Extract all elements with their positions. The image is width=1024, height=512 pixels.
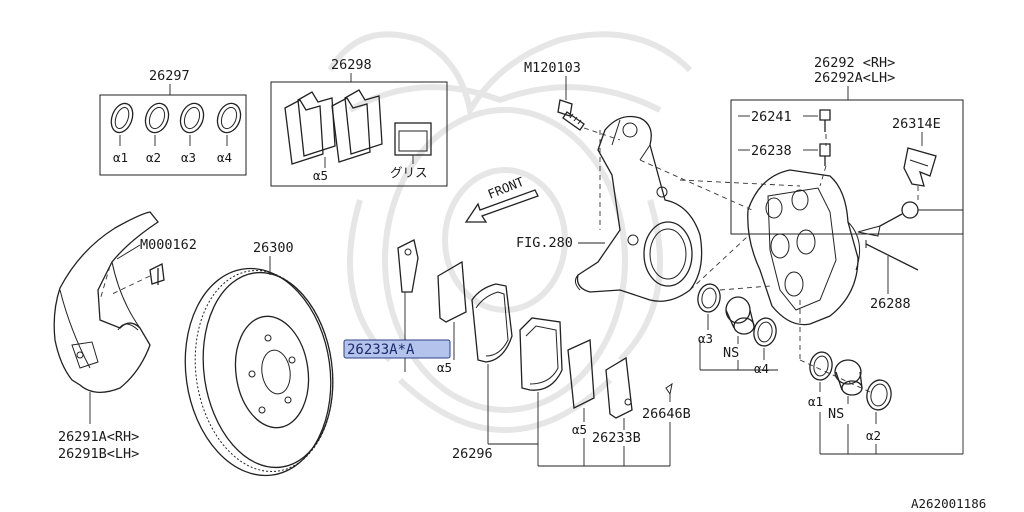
bleeder-screw-26241 — [819, 109, 831, 132]
dust-shield — [53, 211, 159, 393]
shim-kit-box — [270, 81, 448, 187]
brake-pad-inner — [519, 317, 563, 391]
label-ns-lower[interactable]: NS — [828, 406, 844, 422]
label-ns-upper[interactable]: NS — [723, 345, 739, 361]
part-number-26238[interactable]: 26238 — [751, 143, 792, 159]
bolt-m120103 — [557, 99, 585, 131]
label-a5-left[interactable]: α5 — [437, 360, 452, 375]
shim-plate-2 — [297, 91, 336, 157]
label-a2-right[interactable]: α2 — [866, 428, 881, 443]
part-number-26296[interactable]: 26296 — [452, 446, 493, 462]
label-a4-right[interactable]: α4 — [754, 361, 769, 376]
label-a2[interactable]: α2 — [146, 150, 161, 165]
seal-ring-a4 — [216, 102, 242, 134]
part-number-26241[interactable]: 26241 — [751, 109, 792, 125]
outer-shim-plate — [437, 260, 467, 323]
label-a1-right[interactable]: α1 — [808, 394, 823, 409]
shim-plate-3 — [331, 97, 371, 163]
brake-pad-outer — [471, 283, 513, 363]
piston-seal-a4 — [753, 317, 777, 347]
bleeder-cap-26238 — [819, 143, 831, 166]
seal-kit-box — [99, 94, 247, 176]
part-number-26646b[interactable]: 26646B — [642, 406, 691, 422]
brake-disc — [184, 267, 334, 477]
label-a1[interactable]: α1 — [113, 150, 128, 165]
watermark-emblem — [327, 31, 693, 433]
label-a5-box[interactable]: α5 — [313, 168, 328, 183]
piston-ns-lower — [834, 359, 863, 396]
highlight-26233a[interactable] — [343, 339, 451, 359]
label-a4[interactable]: α4 — [217, 150, 232, 165]
label-a5-right[interactable]: α5 — [572, 422, 587, 437]
bolt-m120103-group: M120103 — [524, 60, 621, 141]
part-number-26292-rh[interactable]: 26292 <RH> — [814, 55, 895, 71]
piston-seal-a2 — [866, 379, 892, 411]
part-number-m120103[interactable]: M120103 — [524, 60, 581, 76]
inner-shim-clip — [605, 356, 633, 419]
steering-knuckle — [574, 115, 703, 302]
shim-plate-1 — [284, 99, 324, 165]
part-number-26288[interactable]: 26288 — [870, 296, 911, 312]
caliper-body — [747, 169, 861, 326]
shim-kit-group: 26298 α5 グリス — [270, 57, 448, 187]
label-grease[interactable]: グリス — [390, 165, 428, 180]
part-number-26314e[interactable]: 26314E — [892, 116, 941, 132]
bolt-m000162 — [149, 263, 165, 285]
pad-spring-26314e — [903, 147, 937, 187]
label-a3-right[interactable]: α3 — [698, 331, 713, 346]
label-a3[interactable]: α3 — [181, 150, 196, 165]
part-number-26298[interactable]: 26298 — [331, 57, 372, 73]
diagram-id: A262001186 — [911, 496, 986, 511]
part-number-26292a-lh[interactable]: 26292A<LH> — [814, 70, 895, 86]
piston-seal-a1 — [809, 351, 833, 381]
seal-kit-group: 26297 α1 α2 α3 α4 — [99, 68, 247, 176]
seal-ring-a2 — [144, 102, 170, 134]
part-number-26300[interactable]: 26300 — [253, 240, 294, 256]
shim-plate-4 — [344, 89, 383, 155]
part-number-26233a[interactable]: 26233A*A — [347, 342, 415, 358]
pad-pin-26288 — [865, 240, 919, 271]
part-number-26291a[interactable]: 26291A<RH> — [58, 429, 139, 445]
bolt-with-ball — [857, 201, 919, 237]
part-number-26233b[interactable]: 26233B — [592, 430, 641, 446]
inner-shim-plate — [567, 339, 595, 410]
part-number-26297[interactable]: 26297 — [149, 68, 190, 84]
seal-ring-a1 — [110, 102, 134, 134]
part-number-26291b[interactable]: 26291B<LH> — [58, 446, 139, 462]
piston-ns-upper — [725, 296, 755, 335]
piston-seal-a3 — [697, 283, 721, 313]
caliper-kit-box — [730, 99, 964, 235]
label-front[interactable]: FRONT — [486, 174, 527, 202]
seal-ring-a3 — [179, 102, 205, 134]
clip-26646b — [665, 382, 673, 396]
outer-shim-upper — [397, 239, 419, 293]
part-number-m000162[interactable]: M000162 — [140, 237, 197, 253]
fig-280-reference[interactable]: FIG.280 — [516, 235, 573, 251]
